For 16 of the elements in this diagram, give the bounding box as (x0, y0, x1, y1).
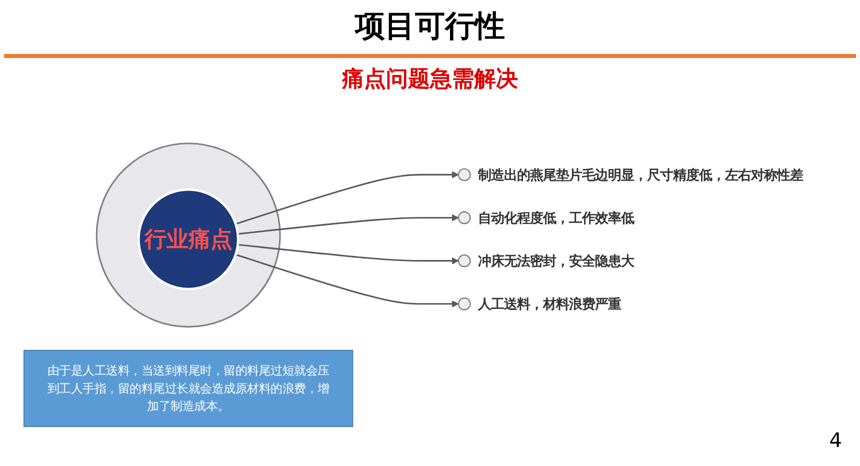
pain-point-text: 人工送料，材料浪费严重 (478, 298, 622, 313)
pain-point-text: 自动化程度低，工作效率低 (478, 211, 634, 226)
node-box: 由于是人工送料，当送到料尾时，留的料尾过短就会压到工人手指，留的料尾过长就会造成原材料的浪费，增加了制造成本。 (24, 350, 354, 428)
node-circle (458, 168, 471, 182)
node-circle (458, 211, 471, 224)
subtitle: 痛点问题急需解决 (340, 66, 519, 94)
node-circle (458, 297, 471, 310)
arrow (238, 244, 459, 264)
pain-point-text: 冲床无法密封，安全隐患大 (478, 254, 634, 270)
pain-point-text: 制造出的燕尾垫片毛边明显，尺寸精度低，左右对称性差 (478, 168, 804, 184)
arrow (235, 171, 459, 225)
node-circle (458, 254, 471, 268)
page-number: 4 (829, 428, 842, 452)
slide-title: 项目可行性 (4, 0, 856, 58)
arrow (238, 214, 459, 235)
arrow (235, 254, 459, 308)
